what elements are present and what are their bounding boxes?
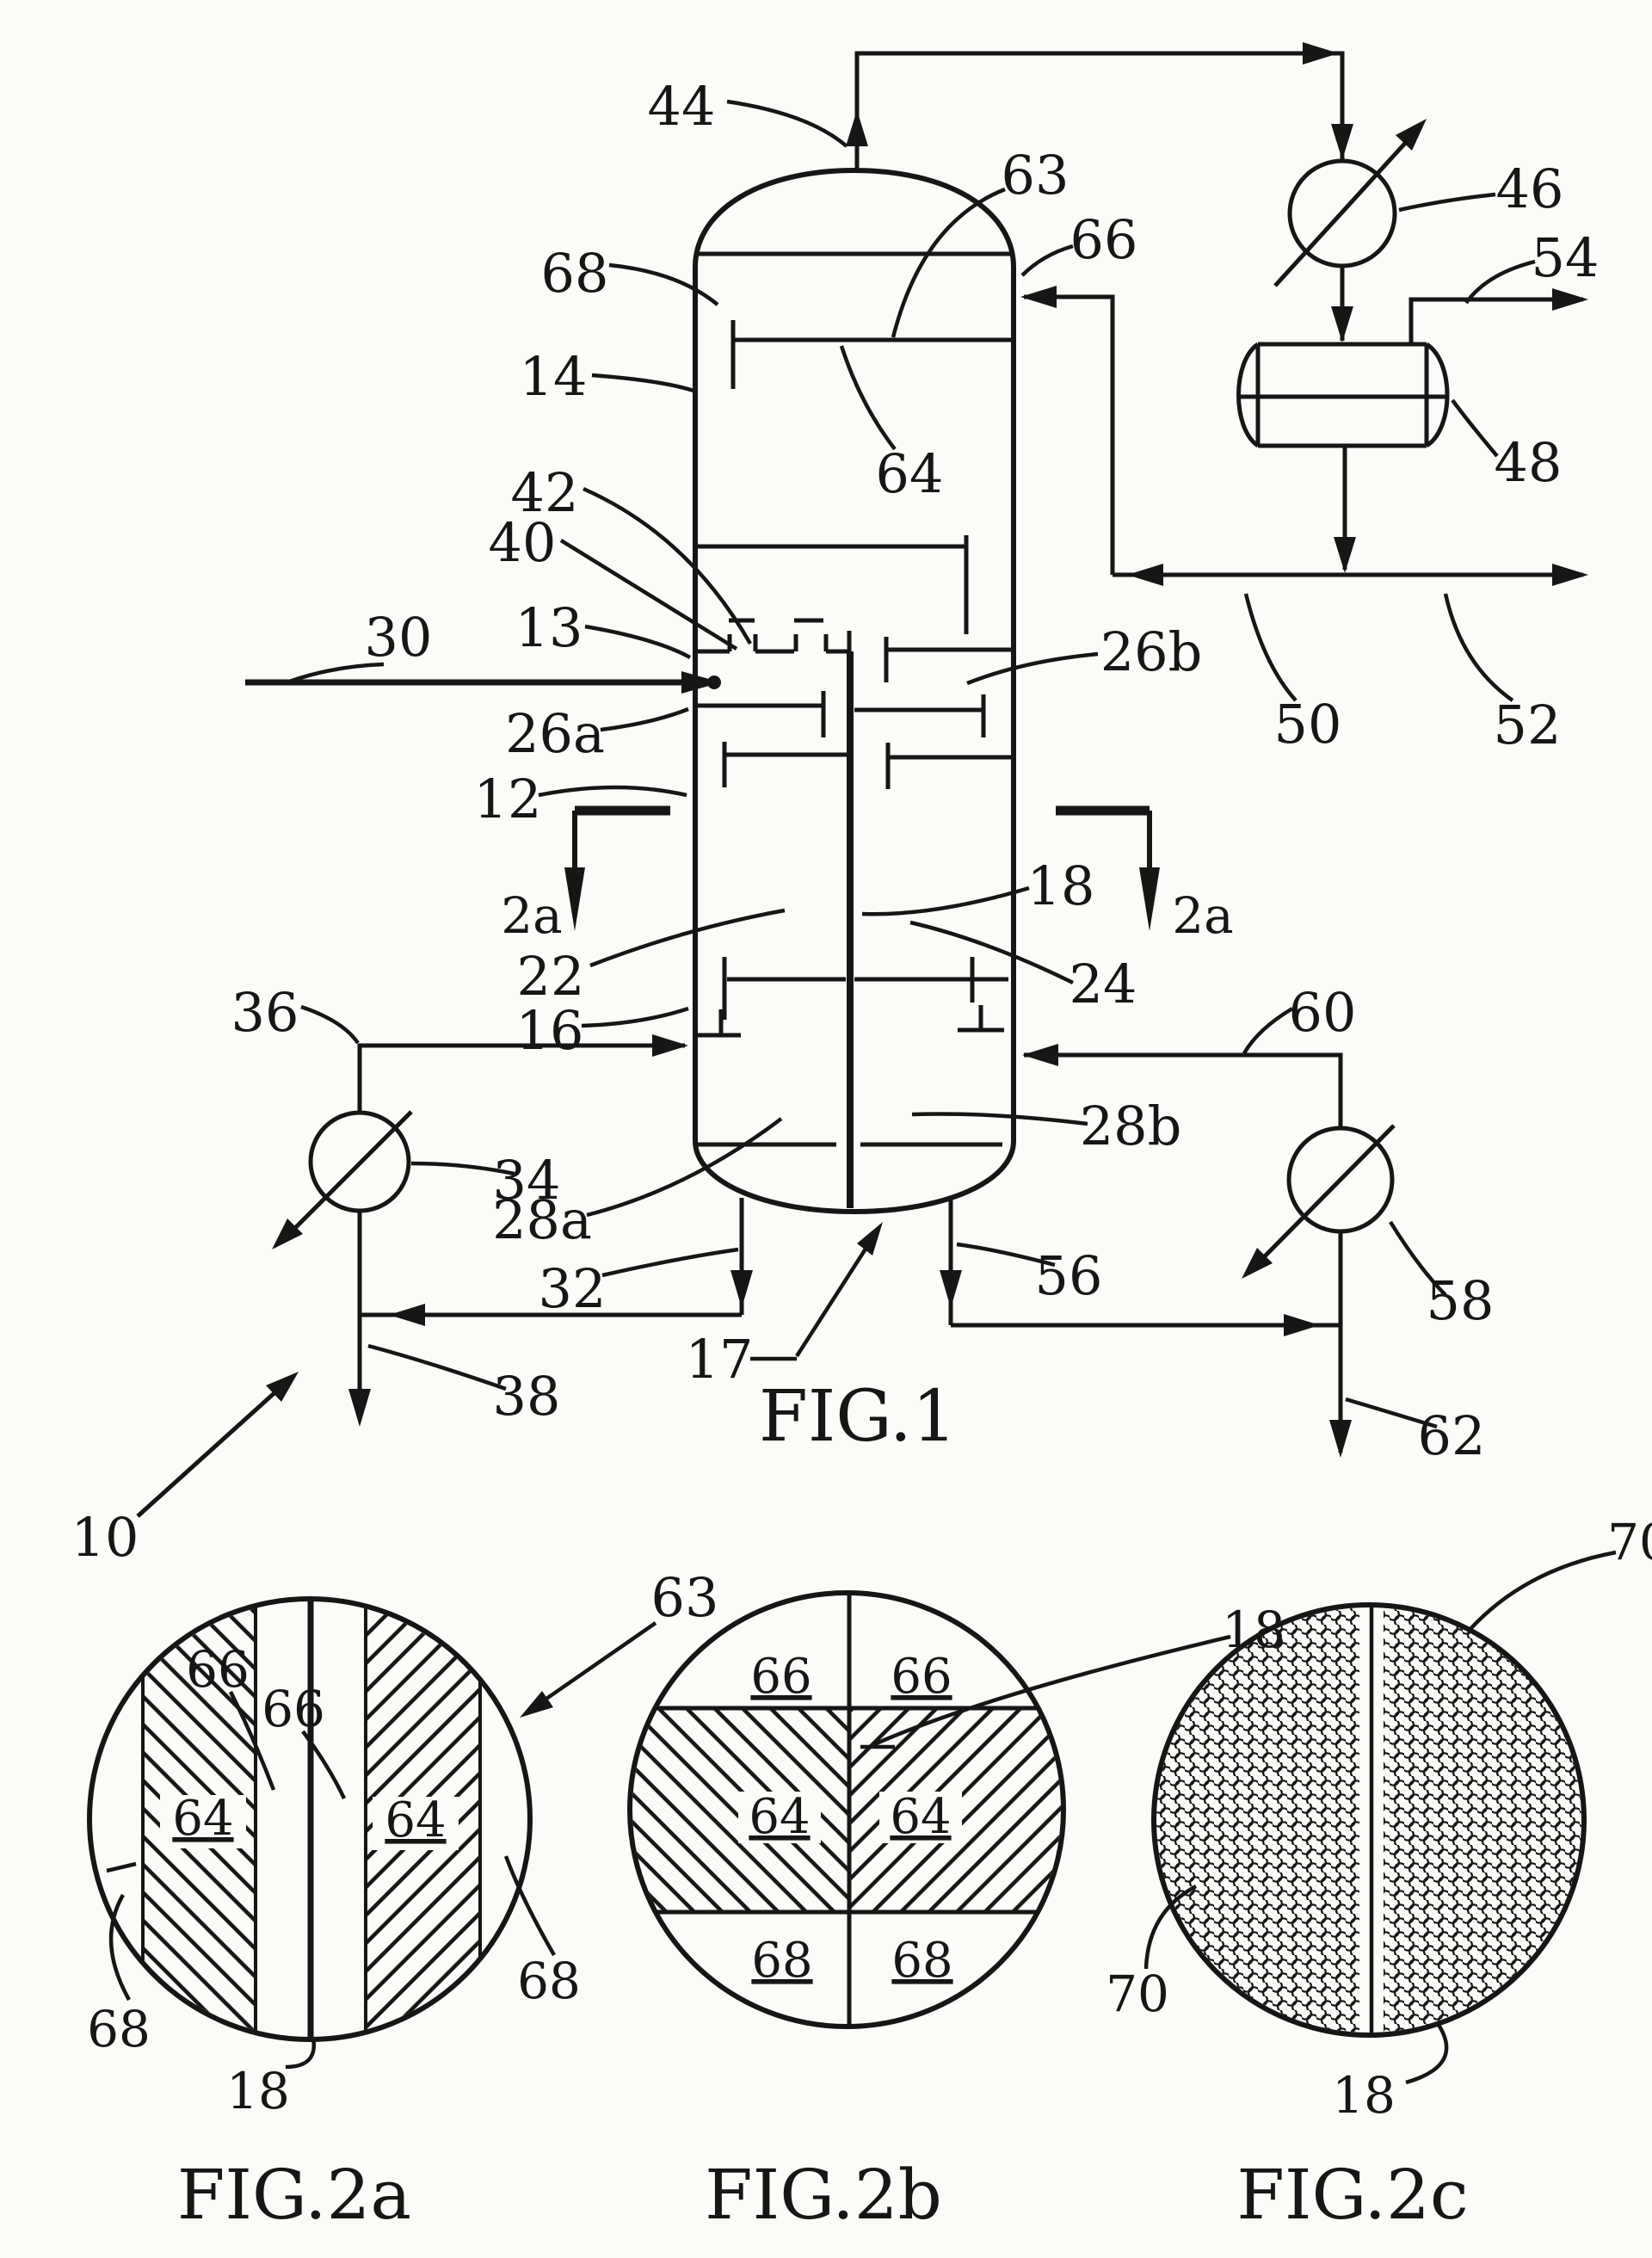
fig2a-cross-section	[87, 1596, 657, 2070]
column-bottom-head	[693, 1140, 1016, 1215]
ref-numeral-66-46: 66	[750, 1649, 811, 1705]
ref-numeral-34-20: 34	[493, 1149, 561, 1212]
ref-numeral-28b-22: 28b	[1080, 1095, 1182, 1157]
fig2a-shell-circle	[87, 1596, 533, 2042]
reference-arrows	[136, 1222, 883, 1518]
ref-numeral-66-38: 66	[262, 1680, 325, 1738]
ref-numeral-58-25: 58	[1427, 1269, 1495, 1332]
ref-numeral-64-48: 64	[749, 1789, 810, 1845]
figure-caption-FIG.2b-53: FIG.2b	[705, 2155, 942, 2235]
figure-caption-FIG.2a-45: FIG.2a	[177, 2155, 411, 2235]
ref-numeral-60-19: 60	[1289, 981, 1357, 1044]
ref-numeral-68-42: 68	[87, 2000, 151, 2058]
reflux-return-line	[1024, 294, 1115, 575]
condenser-duty-arrow	[1396, 119, 1427, 151]
ref-numeral-56-24: 56	[1035, 1244, 1103, 1307]
ref-numeral-18-12: 18	[1027, 854, 1095, 917]
fig2b-shell-circle	[627, 1590, 1066, 2029]
overhead-vapor-line	[854, 51, 1345, 170]
ref-numeral-68-43: 68	[517, 1952, 581, 2010]
ref-numeral-66-47: 66	[891, 1649, 952, 1705]
ref-numeral-50-30: 50	[1274, 693, 1342, 756]
left-reboiler-return-line	[357, 1043, 685, 1112]
ref-numeral-18-52: 18	[1222, 1601, 1285, 1659]
ref-numeral-40-6: 40	[489, 511, 557, 574]
fig1-leader-lines	[288, 99, 1536, 1429]
ref-numeral-64-41: 64	[385, 1792, 446, 1848]
ref-numeral-22-15: 22	[517, 945, 585, 1008]
ref-numeral-30-8: 30	[365, 606, 433, 669]
column-shell	[693, 167, 1016, 1215]
figure-caption-FIG.1-36: FIG.1	[759, 1376, 957, 1458]
ref-numeral-52-31: 52	[1494, 694, 1562, 756]
reflux-drum	[1236, 342, 1450, 448]
ref-numeral-48-34: 48	[1495, 431, 1563, 494]
label-gap	[738, 1792, 821, 1843]
flow-arrowheads	[348, 42, 1588, 1458]
fig2b-leaders	[860, 1634, 1231, 1749]
ref-numeral-70-55: 70	[1106, 1965, 1169, 2023]
ref-numeral-18-44: 18	[226, 2062, 290, 2120]
fig2c-cross-section	[1143, 1550, 1617, 2085]
fig2a-leaders	[106, 1621, 657, 2070]
label-gap	[373, 1797, 459, 1850]
ref-numeral-68-51: 68	[891, 1933, 952, 1989]
right-reboiler-return-line	[1024, 1052, 1343, 1127]
condenser	[1273, 119, 1427, 287]
ref-numeral-2a-13: 2a	[501, 886, 562, 945]
ref-numeral-13-7: 13	[515, 596, 583, 659]
ref-numeral-16-17: 16	[516, 999, 584, 1062]
ref-numeral-2a-14: 2a	[1172, 886, 1233, 945]
ref-numeral-70-54: 70	[1607, 1513, 1652, 1571]
fig2b-cross-section	[627, 1590, 1231, 2029]
ref-numeral-24-16: 24	[1069, 953, 1137, 1015]
ref-numeral-17-28: 17	[686, 1328, 754, 1391]
fig2c-shell-circle	[1151, 1602, 1587, 2038]
left-reboiler-duty-arrow	[272, 1218, 303, 1249]
ref-numeral-26a-9: 26a	[505, 702, 605, 765]
figure-caption-FIG.2c-57: FIG.2c	[1236, 2155, 1468, 2235]
ref-numeral-54-32: 54	[1532, 226, 1600, 289]
ref-numeral-64-40: 64	[172, 1791, 233, 1847]
right-reboiler	[1242, 1124, 1396, 1279]
ref-numeral-38-26: 38	[493, 1365, 561, 1428]
ref-numeral-62-27: 62	[1418, 1404, 1486, 1467]
ref-numeral-42-5: 42	[511, 461, 579, 524]
fig2c-leaders	[1143, 1550, 1617, 2085]
label-gap	[879, 1792, 962, 1843]
ref-numeral-64-35: 64	[876, 442, 944, 505]
ref-numeral-46-33: 46	[1496, 157, 1564, 220]
ref-numeral-66-2: 66	[1070, 208, 1138, 271]
ref-numeral-36-18: 36	[231, 981, 299, 1044]
ref-numeral-26b-10: 26b	[1100, 620, 1203, 683]
ref-numeral-68-3: 68	[541, 242, 609, 305]
fig1-dividing-wall-column-diagram	[136, 42, 1588, 1518]
ref-numeral-12-11: 12	[474, 768, 542, 830]
section-markers-2a	[564, 805, 1160, 931]
ref-numeral-66-37: 66	[186, 1640, 250, 1699]
ref-numeral-44-0: 44	[648, 75, 716, 138]
fig2a-band-edges	[141, 1606, 482, 2033]
ref-numeral-63-39: 63	[651, 1566, 719, 1629]
ref-numeral-63-1: 63	[1002, 144, 1069, 207]
ref-numeral-10-29: 10	[71, 1506, 139, 1569]
ref-numeral-28a-21: 28a	[492, 1188, 592, 1251]
column-top-dome	[693, 167, 1016, 266]
column-trays	[695, 251, 1014, 1147]
label-gap	[160, 1795, 246, 1848]
ref-numeral-64-49: 64	[890, 1789, 951, 1845]
ref-numeral-14-4: 14	[520, 345, 588, 408]
distillate-draw-line	[1409, 297, 1583, 342]
left-reboiler	[272, 1110, 413, 1249]
fig2a-63-arrowhead	[520, 1691, 553, 1718]
right-reboiler-duty-arrow	[1242, 1248, 1273, 1279]
ref-numeral-32-23: 32	[539, 1257, 607, 1320]
ref-numeral-68-50: 68	[751, 1933, 812, 1989]
ref-numeral-18-56: 18	[1332, 2066, 1396, 2125]
